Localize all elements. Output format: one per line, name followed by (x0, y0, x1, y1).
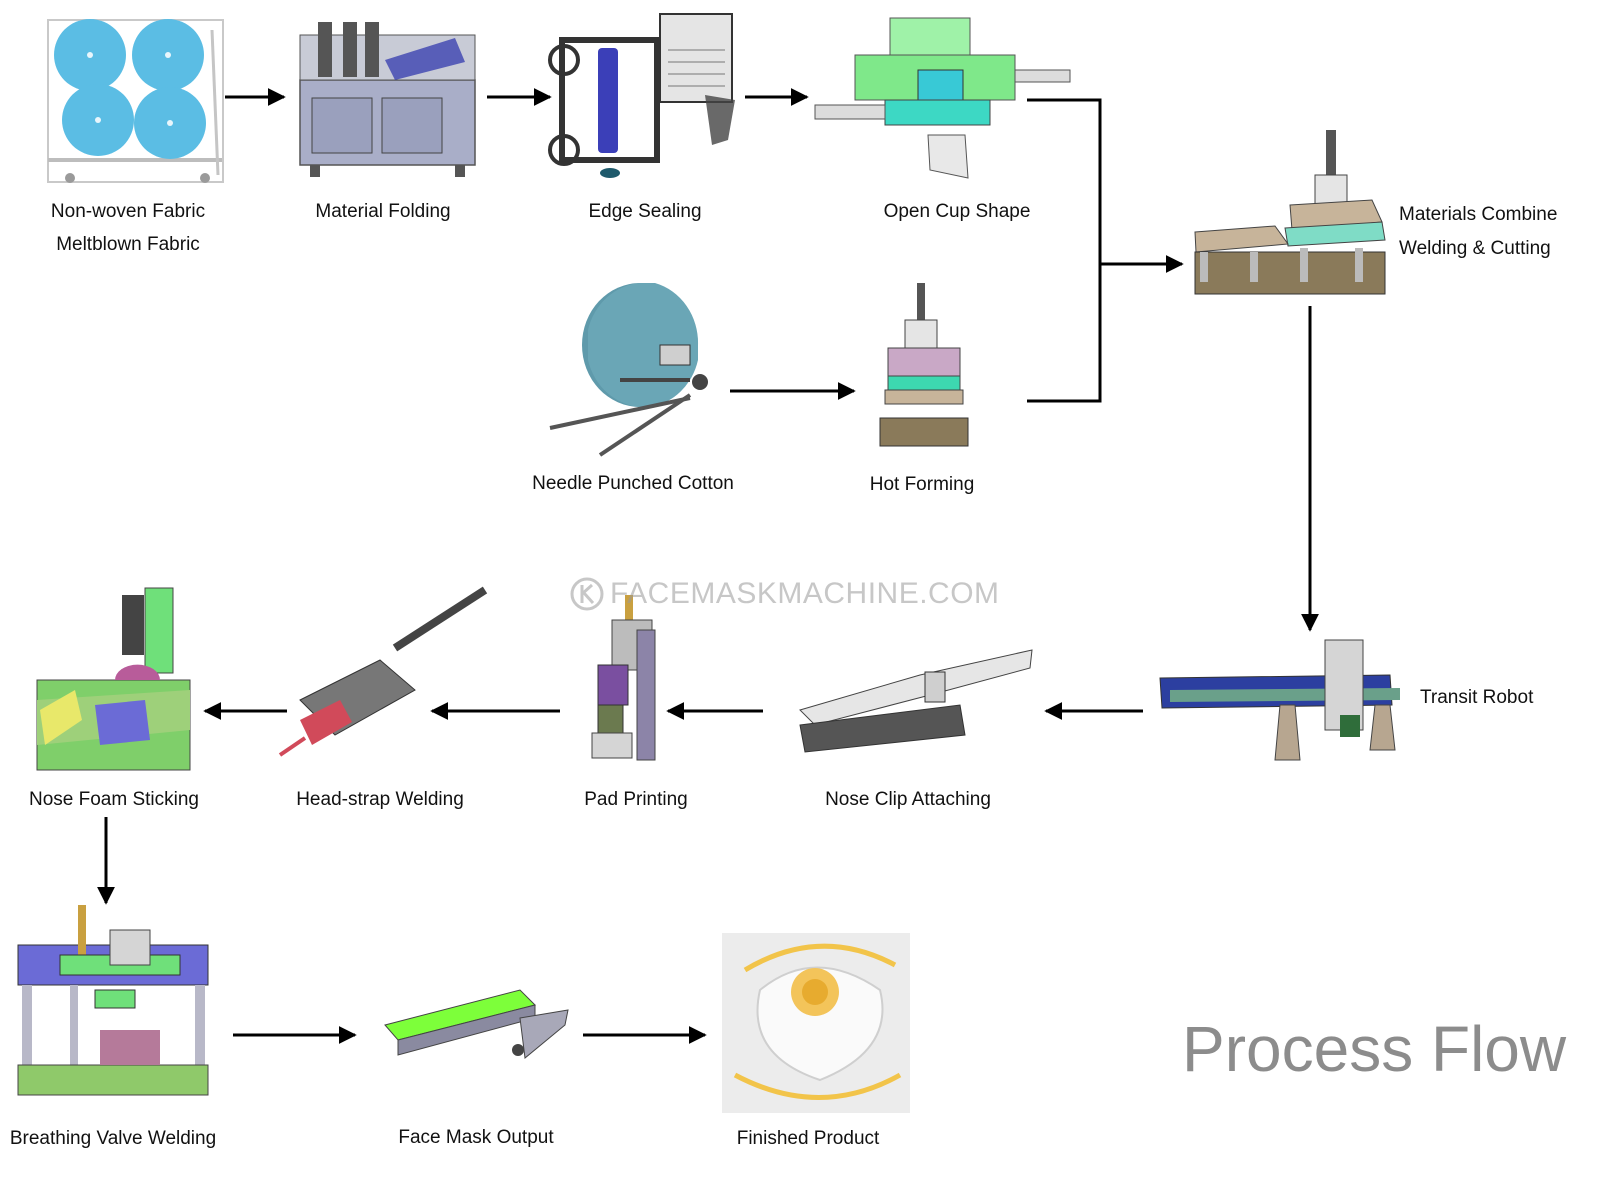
label-material-folding: Material Folding (315, 201, 451, 222)
pad-printing-machine (591, 595, 656, 761)
fabric-rolls-machine (47, 19, 224, 183)
page-title: Process Flow (1182, 1013, 1567, 1085)
connector-cup-to-combine (1027, 98, 1102, 264)
label-nonwoven-fabric: Non-woven Fabric (50, 201, 206, 222)
finished-mask-image (722, 933, 910, 1113)
flow-arrows (97, 88, 1319, 1044)
label-welding-cutting: Welding & Cutting (1399, 238, 1551, 259)
connector-hot-to-combine (1027, 264, 1102, 403)
head-strap-welding-machine (278, 586, 488, 757)
label-pad-printing: Pad Printing (584, 789, 688, 810)
cotton-roll-machine (549, 283, 708, 457)
watermark: FACEMASKMACHINE.COM (570, 577, 1000, 611)
transit-robot-machine (1159, 639, 1400, 761)
material-folding-machine (299, 22, 476, 177)
label-head-strap-welding: Head-strap Welding (296, 789, 464, 810)
label-finished-product: Finished Product (736, 1128, 880, 1149)
label-nose-foam-sticking: Nose Foam Sticking (28, 789, 200, 810)
nose-foam-machine (36, 587, 191, 771)
label-face-mask-output: Face Mask Output (398, 1127, 554, 1148)
label-open-cup-shape: Open Cup Shape (883, 201, 1031, 222)
edge-sealing-machine (548, 13, 735, 178)
label-transit-robot: Transit Robot (1420, 687, 1534, 708)
face-mask-output-machine (384, 989, 569, 1059)
hot-forming-machine (879, 283, 969, 447)
watermark-logo-icon (570, 577, 604, 611)
watermark-text: FACEMASKMACHINE.COM (610, 577, 1000, 610)
label-breathing-valve-welding: Breathing Valve Welding (9, 1128, 217, 1149)
label-hot-forming: Hot Forming (869, 474, 975, 495)
breathing-valve-machine (17, 905, 209, 1096)
nose-clip-machine (799, 649, 1033, 753)
label-needle-punched-cotton: Needle Punched Cotton (532, 473, 734, 494)
label-edge-sealing: Edge Sealing (588, 201, 702, 222)
open-cup-shape-machine (814, 17, 1071, 179)
label-nose-clip-attaching: Nose Clip Attaching (825, 789, 991, 810)
label-meltblown-fabric: Meltblown Fabric (56, 234, 200, 255)
materials-combine-machine (1194, 130, 1386, 295)
label-materials-combine: Materials Combine (1399, 204, 1558, 225)
